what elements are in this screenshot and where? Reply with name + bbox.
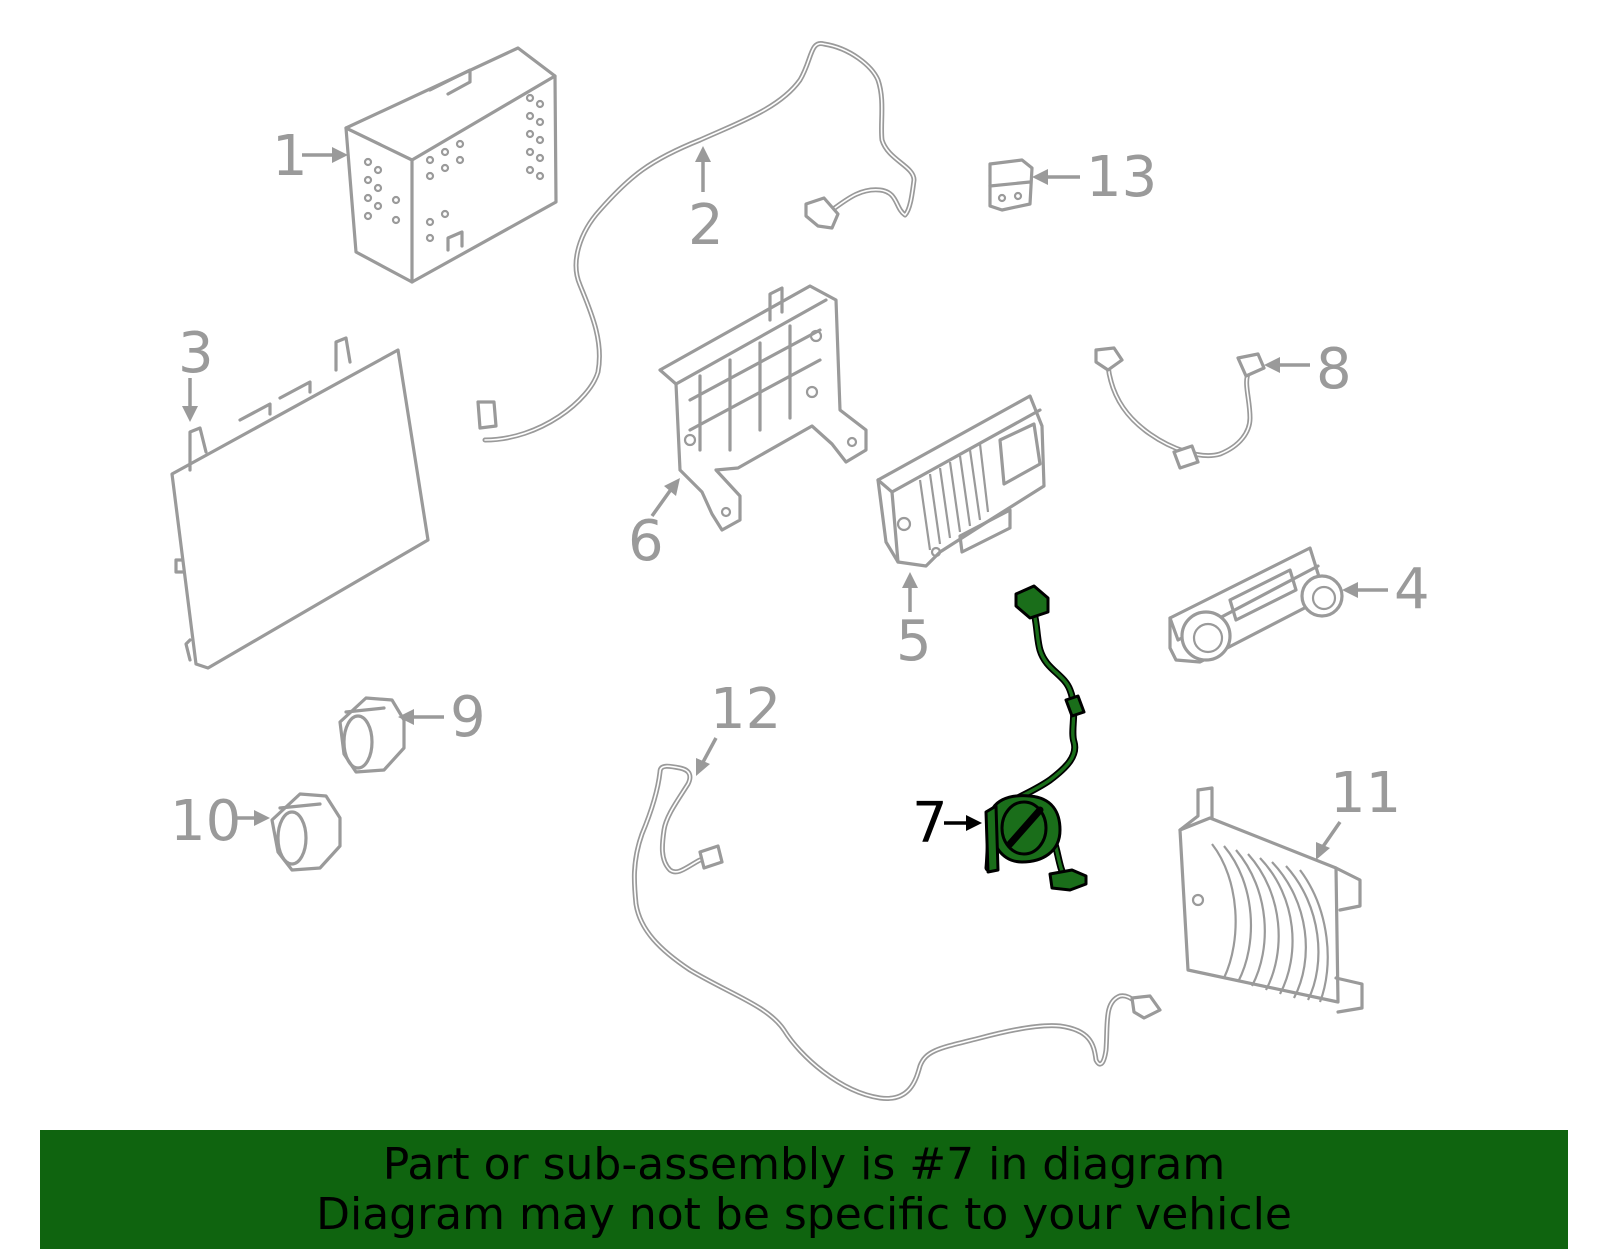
callout-2: 2	[688, 146, 724, 258]
part-3-display-unit[interactable]	[170, 336, 430, 670]
callout-7: 7	[912, 791, 982, 856]
callout-12: 12	[696, 677, 781, 776]
callout-13: 13	[1032, 145, 1157, 210]
callout-label-11: 11	[1330, 761, 1401, 826]
callout-label-7: 7	[912, 791, 948, 856]
banner-line-disclaimer: Diagram may not be specific to your vehi…	[316, 1188, 1292, 1240]
parts-diagram: 1 2 3	[170, 41, 1430, 1101]
callout-label-4: 4	[1394, 557, 1430, 622]
callout-label-5: 5	[896, 609, 932, 674]
callout-label-1: 1	[272, 124, 308, 189]
callout-label-9: 9	[450, 685, 486, 750]
callout-label-3: 3	[178, 321, 214, 386]
part-2-wiring-harness[interactable]	[476, 41, 917, 443]
part-12-wiring-harness[interactable]	[631, 763, 1162, 1101]
part-8-sensor-harness[interactable]	[1094, 346, 1266, 470]
callout-4: 4	[1342, 557, 1430, 622]
part-1-receiver-unit[interactable]	[344, 46, 558, 284]
part-5-control-module[interactable]	[876, 394, 1046, 568]
part-10-knob[interactable]	[270, 792, 342, 872]
callout-9: 9	[398, 685, 486, 750]
part-13-clip[interactable]	[988, 158, 1034, 212]
info-banner: Part or sub-assembly is #7 in diagram Di…	[40, 1130, 1568, 1249]
callout-label-8: 8	[1316, 337, 1352, 402]
callout-5: 5	[896, 572, 932, 674]
banner-line-part-number: Part or sub-assembly is #7 in diagram	[382, 1138, 1226, 1190]
callout-6: 6	[628, 478, 680, 574]
callout-label-12: 12	[710, 677, 781, 742]
part-11-amplifier-module[interactable]	[1178, 786, 1364, 1014]
part-7-highlighted-harness[interactable]	[984, 584, 1088, 892]
callout-label-10: 10	[170, 789, 241, 854]
callout-3: 3	[178, 321, 214, 422]
callout-label-6: 6	[628, 509, 664, 574]
callout-11: 11	[1316, 761, 1401, 860]
callout-label-13: 13	[1086, 145, 1157, 210]
callout-label-2: 2	[688, 193, 724, 258]
part-4-control-panel[interactable]	[1168, 546, 1344, 664]
part-6-mounting-bracket[interactable]	[658, 284, 868, 532]
callout-1: 1	[272, 124, 348, 189]
callout-8: 8	[1264, 337, 1352, 402]
callout-10: 10	[170, 789, 270, 854]
part-9-knob[interactable]	[338, 696, 406, 774]
